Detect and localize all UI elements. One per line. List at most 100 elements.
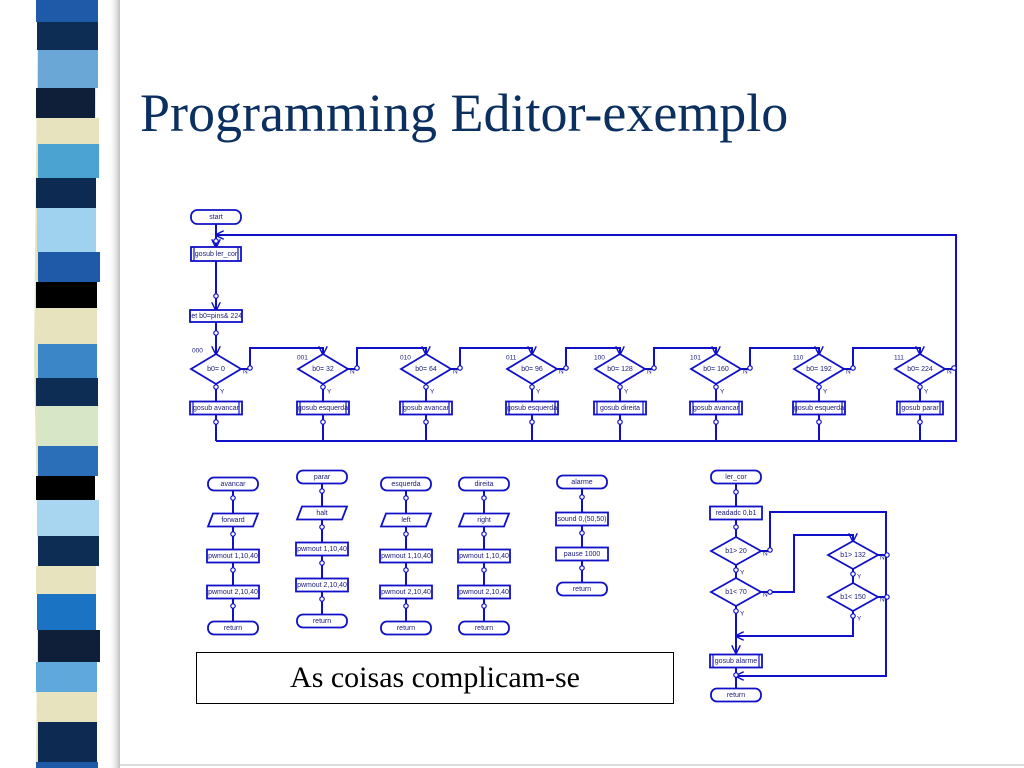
no-label: N: [559, 369, 564, 376]
sub-esquerda-step1-label: left: [401, 517, 410, 524]
stripe-band: [38, 536, 99, 566]
sub-alarme-return-terminator: [556, 581, 608, 597]
sub-parar-step3-box: [295, 577, 349, 593]
connector-dot: [733, 608, 739, 614]
stripe-band: [37, 406, 98, 446]
connector-dot: [651, 365, 657, 371]
connector-dot: [617, 384, 623, 390]
stripe-band: [38, 344, 97, 378]
connector-dot: [457, 365, 463, 371]
connector-dot: [481, 495, 487, 501]
connector-dot: [579, 565, 585, 571]
stripe-band: [38, 630, 100, 662]
action-011-label: gosub esquerda: [507, 405, 557, 412]
flow-line: [348, 348, 426, 370]
stripe-band: [37, 208, 96, 252]
sub-alarme-label: alarme: [571, 479, 593, 486]
sub-direita-terminator: [458, 476, 510, 492]
stripe-band: [36, 476, 95, 500]
sub-ler-cor-c2-decision: [709, 576, 763, 608]
stripe-band: [36, 88, 95, 118]
flow-line: [844, 348, 920, 370]
sub-ler-cor-return-terminator: [710, 687, 762, 703]
action-100-box: [593, 400, 647, 416]
sub-ler-cor-c3-label: b1> 132: [840, 552, 866, 559]
action-000-label: gosub avancar: [193, 405, 240, 412]
yes-label: Y: [220, 389, 225, 396]
decision-100-label: b0= 128: [607, 366, 633, 373]
decision-011-label: b0= 96: [521, 366, 543, 373]
connector-dot: [884, 552, 890, 558]
decision-001-decision: [296, 352, 350, 386]
connector-dot: [713, 419, 719, 425]
let-statement-box: [189, 309, 243, 323]
yes-label: Y: [536, 389, 541, 396]
connector-dot: [213, 419, 219, 425]
connector-dot: [320, 419, 326, 425]
connector-dot: [319, 524, 325, 530]
connector-dot: [423, 384, 429, 390]
let-statement-label: let b0=pins& 224: [190, 313, 242, 320]
sub-esquerda-terminator: [380, 476, 432, 492]
decision-101-label: b0= 160: [703, 366, 729, 373]
no-label: N: [763, 551, 768, 558]
decision-110-decision: [792, 352, 846, 386]
sub-alarme-return-label: return: [573, 586, 591, 593]
sub-alarme-sound-label: sound 0,(50,50): [557, 516, 606, 523]
sub-avancar-return-label: return: [224, 625, 242, 632]
action-000-box: [189, 400, 243, 416]
connector-dot: [917, 384, 923, 390]
sub-alarme-terminator: [556, 474, 608, 490]
sub-esquerda-step2-label: pwmout 1,10,40: [381, 553, 431, 560]
sub-ler-cor-c2-label: b1< 70: [725, 589, 747, 596]
decision-111-decision: [893, 352, 947, 386]
action-011-box: [505, 400, 559, 416]
action-110-label: gosub esquerda: [794, 405, 844, 412]
connector-dot: [213, 330, 219, 336]
action-110-box: [792, 400, 846, 416]
sub-ler-cor-gosub-alarme-box: [709, 653, 763, 669]
sub-avancar-step3-box: [206, 584, 260, 600]
connector-dot: [850, 571, 856, 577]
no-label: N: [880, 555, 885, 562]
sub-parar-step3-label: pwmout 2,10,40: [297, 582, 347, 589]
flow-line: [761, 535, 853, 593]
connector-dot: [247, 365, 253, 371]
sub-parar-return-label: return: [313, 618, 331, 625]
stripe-band: [38, 252, 100, 282]
connector-dot: [481, 603, 487, 609]
no-label: N: [763, 592, 768, 599]
connector-dot: [213, 238, 219, 244]
decision-110-label: b0= 192: [806, 366, 832, 373]
decision-011-decision: [505, 352, 559, 386]
action-010-box: [399, 400, 453, 416]
yes-label: Y: [823, 389, 828, 396]
stripe-band: [36, 662, 97, 692]
stripe-band: [36, 762, 98, 768]
sub-parar-step2-box: [295, 541, 349, 557]
sub-direita-step1-label: right: [477, 517, 491, 524]
connector-dot: [850, 613, 856, 619]
no-label: N: [243, 369, 248, 376]
sub-avancar-step1-label: forward: [221, 517, 244, 524]
sub-avancar-step2-label: pwmout 1,10,40: [208, 553, 258, 560]
connector-dot: [403, 567, 409, 573]
yes-label: Y: [740, 570, 745, 577]
sub-esquerda-step3-box: [379, 584, 433, 600]
connector-dot: [733, 524, 739, 530]
sub-esquerda-step1-io: [379, 512, 433, 528]
connector-dot: [733, 672, 739, 678]
sub-parar-return-terminator: [296, 613, 348, 629]
branch-code-100: 100: [594, 355, 605, 362]
action-101-box: [689, 400, 743, 416]
sub-ler-cor-gosub-alarme-label: gosub alarme: [715, 658, 758, 665]
stripe-band: [36, 0, 98, 22]
connector-dot: [767, 589, 773, 595]
connector-dot: [917, 419, 923, 425]
caption-box: As coisas complicam-se: [196, 652, 674, 704]
decision-000-decision: [189, 352, 243, 386]
flow-line: [645, 348, 716, 370]
yes-label: Y: [624, 389, 629, 396]
sub-avancar-label: avancar: [221, 481, 247, 488]
connector-dot: [213, 384, 219, 390]
